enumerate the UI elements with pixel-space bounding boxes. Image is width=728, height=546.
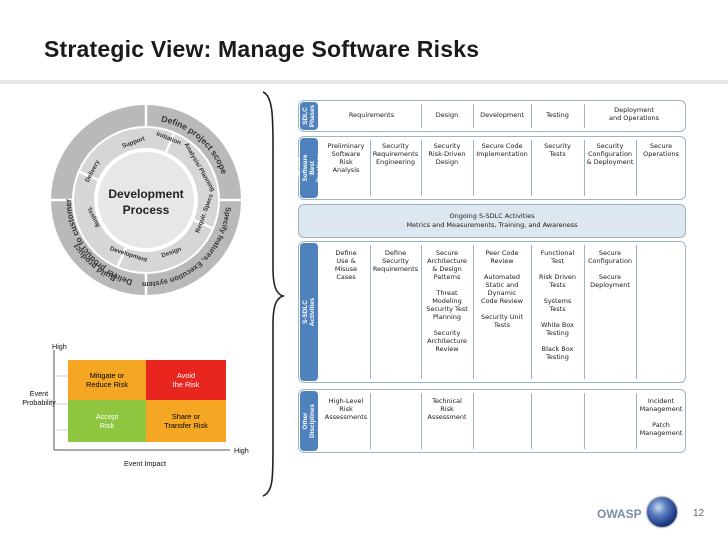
owasp-logo-text: OWASP	[597, 507, 642, 521]
quadrant-avoid: Avoid the Risk	[146, 360, 226, 400]
ongoing-title: Ongoing S-SDLC Activities	[449, 212, 535, 220]
phase-development: Development	[480, 111, 524, 119]
slide-title: Strategic View: Manage Software Risks	[44, 36, 480, 62]
bp-secure-configuration: Security Configuration & Deployment	[586, 142, 634, 166]
phase-requirements: Requirements	[348, 111, 395, 119]
other-disciplines-label: Other Disciplines	[300, 391, 318, 451]
bp-security-tests: Security Tests	[544, 142, 571, 158]
bp-security-requirements: Security Requirements Engineering	[372, 142, 419, 166]
x-axis-label: Event Impact	[124, 459, 166, 468]
title-divider	[0, 80, 728, 84]
y-axis-label: Event Probability	[22, 389, 56, 407]
best-practices-band	[298, 136, 686, 200]
bp-secure-operations: Secure Operations	[643, 142, 679, 158]
quadrant-mitigate: Mitigate or Reduce Risk	[68, 360, 146, 400]
bp-secure-code: Secure Code Implementation	[476, 142, 528, 158]
act-deployment: Secure Configuration Secure Deployment	[587, 249, 633, 289]
other-high-level-risk: High-Level Risk Assessments	[324, 397, 368, 421]
x-high-label: High	[234, 446, 249, 455]
act-testing: Functional Test Risk Driven Tests System…	[539, 249, 576, 361]
other-technical-risk: Technical Risk Assessment	[427, 397, 467, 421]
y-high-label: High	[52, 342, 67, 351]
phase-testing: Testing	[546, 111, 569, 119]
sdlc-phases-label: SDLC Phases	[300, 102, 318, 130]
phase-deployment: Deployment and Operations	[608, 106, 660, 122]
act-code-review: Peer Code Review Automated Static and Dy…	[481, 249, 523, 329]
s-sdlc-activities-band	[298, 241, 686, 383]
best-practices-label: Secure Software Best Practices	[295, 138, 323, 198]
act-security-requirements: Define Security Requirements	[372, 249, 419, 273]
center-line-2: Process	[123, 203, 170, 217]
bp-preliminary-risk: Preliminary Software Risk Analysis	[327, 142, 365, 174]
act-misuse-cases: Define Use & Misuse Cases	[334, 249, 358, 281]
sdlc-phases-band	[298, 100, 686, 132]
bp-risk-driven-design: Security Risk-Driven Design	[428, 142, 466, 166]
page-number: 12	[693, 508, 705, 519]
other-incident-patch: Incident Management Patch Management	[639, 397, 683, 437]
phase-design: Design	[435, 111, 459, 119]
ongoing-subtitle: Metrics and Measurements, Training, and …	[406, 221, 578, 229]
other-disciplines-band	[298, 389, 686, 453]
s-sdlc-activities-label: S-SDLC Activities	[300, 243, 318, 381]
quadrant-share: Share or Transfer Risk	[146, 400, 226, 442]
quadrant-accept: Accept Risk	[68, 400, 146, 442]
act-architecture: Secure Architecture & Design Patterns Th…	[426, 249, 468, 353]
development-process-wheel: Define project scope Specify features, E…	[49, 103, 243, 297]
ongoing-activities-band	[298, 204, 686, 238]
risk-matrix: Mitigate or Reduce Risk Avoid the Risk A…	[18, 338, 262, 472]
grouping-brace	[262, 91, 285, 497]
owasp-globe-icon	[647, 497, 677, 527]
center-line-1: Development	[108, 187, 183, 201]
